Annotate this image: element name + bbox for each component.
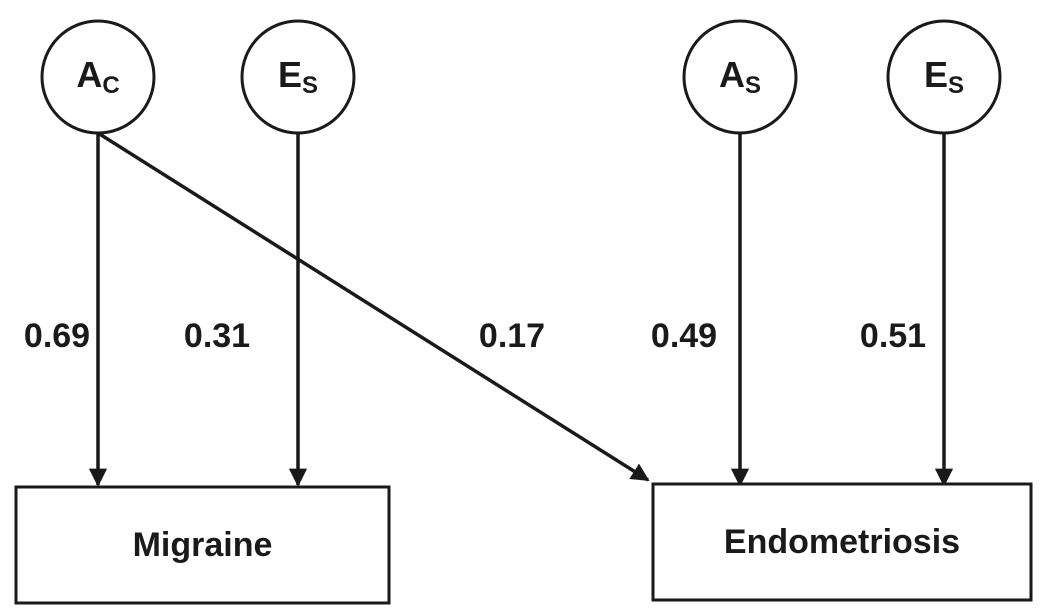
svg-text:AC: AC xyxy=(76,54,119,100)
latent-node-as-sub: S xyxy=(745,72,761,99)
svg-text:ES: ES xyxy=(278,54,318,100)
observed-node-migraine: Migraine xyxy=(14,485,391,605)
latent-node-es-left-sub: S xyxy=(302,72,318,99)
coefficient-ac-migraine: 0.69 xyxy=(24,317,90,355)
svg-text:ES: ES xyxy=(924,54,964,100)
observed-node-migraine-box xyxy=(14,485,391,605)
path-arrow-ac-endometriosis xyxy=(97,131,650,482)
latent-node-as-main: A xyxy=(719,54,745,95)
coefficient-es-migraine: 0.31 xyxy=(184,317,250,355)
latent-node-es-right: ES xyxy=(886,19,1002,135)
latent-node-es-right-sub: S xyxy=(948,72,964,99)
observed-node-endometriosis: Endometriosis xyxy=(651,482,1033,602)
latent-node-ac-main: A xyxy=(76,54,102,95)
latent-node-es-left-main: E xyxy=(278,54,302,95)
latent-node-es-right-circle xyxy=(886,19,1002,135)
latent-node-es-left: ES xyxy=(240,19,356,135)
latent-node-ac-sub: C xyxy=(102,72,119,99)
path-coefficients: 0.69 0.31 0.17 0.49 0.51 xyxy=(24,317,926,355)
observed-node-endometriosis-label: Endometriosis xyxy=(724,523,960,561)
svg-text:AS: AS xyxy=(719,54,761,100)
path-arrows xyxy=(88,131,954,487)
latent-node-ac-circle xyxy=(40,19,156,135)
coefficient-as-endometriosis: 0.49 xyxy=(651,317,717,355)
coefficient-es-endometriosis: 0.51 xyxy=(860,317,926,355)
coefficient-ac-endometriosis: 0.17 xyxy=(479,317,545,355)
latent-node-es-left-circle xyxy=(240,19,356,135)
latent-node-as-circle xyxy=(682,19,798,135)
latent-node-es-right-main: E xyxy=(924,54,948,95)
observed-node-endometriosis-box xyxy=(651,482,1033,602)
observed-node-migraine-label: Migraine xyxy=(133,526,273,564)
latent-node-as: AS xyxy=(682,19,798,135)
latent-node-ac: AC xyxy=(40,19,156,135)
